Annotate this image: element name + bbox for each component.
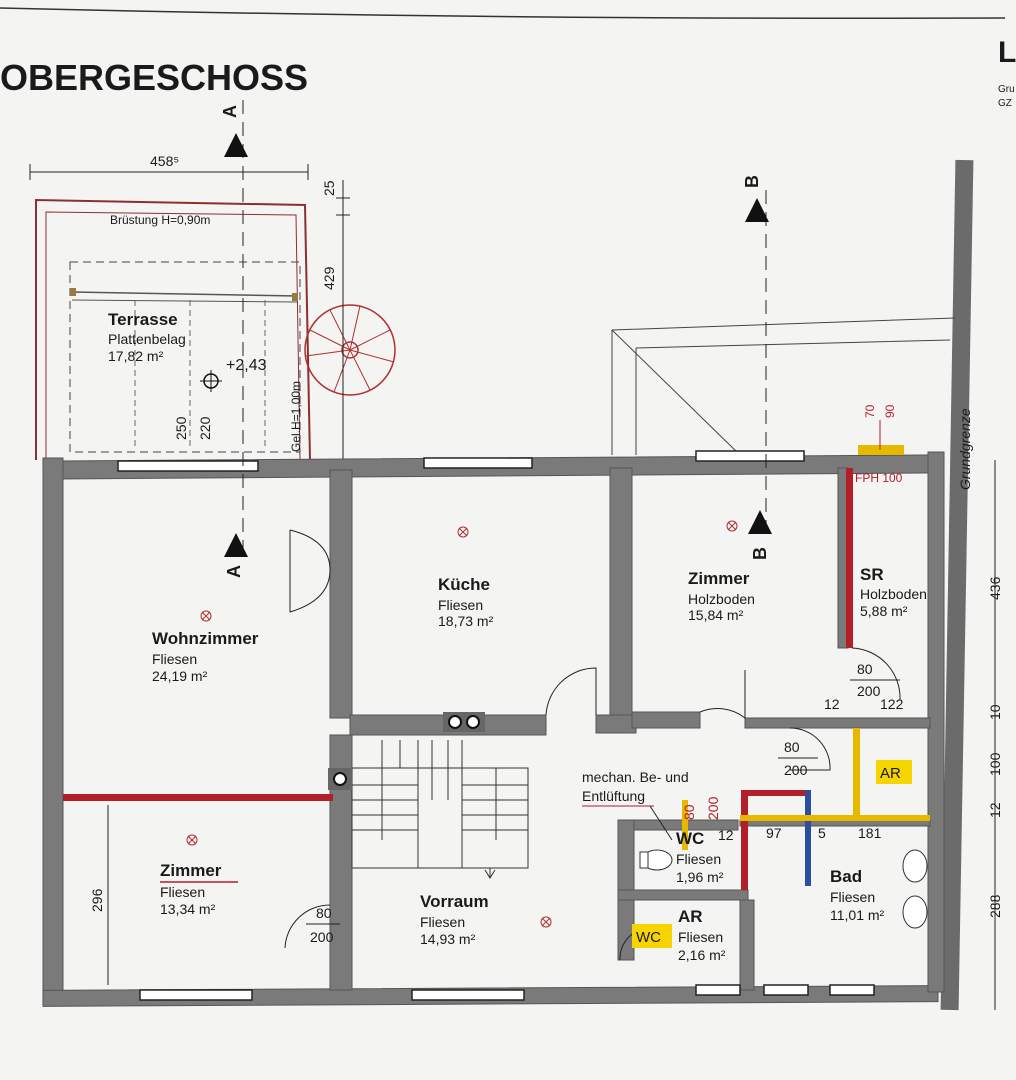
dim-220: 220 xyxy=(197,416,213,440)
vorraum-floor: Fliesen xyxy=(420,914,465,930)
grundgrenze-label: Grundgrenze xyxy=(957,408,973,490)
wc-area: 1,96 m² xyxy=(676,869,724,885)
corner-small-1: Gru xyxy=(998,84,1015,95)
roof-outline xyxy=(611,317,956,456)
dim-10: 10 xyxy=(987,704,1003,720)
bad-area: 11,01 m² xyxy=(830,907,885,923)
zimmer2-area: 13,34 m² xyxy=(160,901,216,917)
terrace-name: Terrasse xyxy=(108,310,178,329)
ar-small-area: 2,16 m² xyxy=(678,947,726,963)
ar-tag-bg xyxy=(876,760,912,784)
spiral-stair xyxy=(304,304,396,396)
chimney-icons xyxy=(328,712,485,790)
wc-door-80: 80 xyxy=(681,804,697,820)
ar-small-floor: Fliesen xyxy=(678,929,723,945)
dim-12-mid: 12 xyxy=(824,696,840,712)
property-boundary xyxy=(940,159,974,1011)
windows xyxy=(117,450,875,1001)
zimmer1-floor: Holzboden xyxy=(688,591,755,607)
doors xyxy=(284,529,901,961)
dim-122: 122 xyxy=(880,696,904,712)
ventilation-line2: Entlüftung xyxy=(582,788,645,804)
bad-name: Bad xyxy=(830,867,862,886)
red-partition-sr xyxy=(846,468,853,648)
dim-12-right: 12 xyxy=(987,802,1003,818)
dim-250: 250 xyxy=(173,416,189,440)
walls xyxy=(42,451,945,1007)
vorraum-area: 14,93 m² xyxy=(420,931,476,947)
zimmer1-area: 15,84 m² xyxy=(688,607,744,623)
bad-floor: Fliesen xyxy=(830,889,875,905)
plan-title: OBERGESCHOSS xyxy=(0,57,308,98)
zimmer-door-200: 200 xyxy=(310,929,334,945)
dim-436: 436 xyxy=(987,576,1003,600)
dim-288: 288 xyxy=(987,894,1003,918)
terrace xyxy=(35,198,396,461)
corner-letter: L xyxy=(998,36,1016,69)
wc-tag: WC xyxy=(636,929,661,946)
sr-floor: Holzboden xyxy=(860,586,927,602)
dim-90: 90 xyxy=(883,404,897,418)
sr-door-200: 200 xyxy=(857,683,881,699)
terrace-area: 17,82 m² xyxy=(108,348,164,364)
ar-door-80: 80 xyxy=(784,739,800,755)
wc-tag-bg xyxy=(632,924,672,948)
zimmer1-name: Zimmer xyxy=(688,569,750,588)
terrace-railing: Gel.H=1,00m xyxy=(289,381,303,452)
dim-97: 97 xyxy=(766,825,782,841)
zimmer2-name: Zimmer xyxy=(160,861,222,880)
sr-door-80: 80 xyxy=(857,661,873,677)
yellow-partition-ar xyxy=(853,728,860,818)
dim-25: 25 xyxy=(321,180,337,196)
section-b-bottom: B xyxy=(750,547,770,560)
ar-door-200: 200 xyxy=(784,762,808,778)
terrace-level: +2,43 xyxy=(226,357,267,374)
dim-296: 296 xyxy=(89,888,105,912)
blue-partition xyxy=(805,790,811,886)
sr-area: 5,88 m² xyxy=(860,603,908,619)
red-partition-wc xyxy=(741,790,748,890)
dim-70: 70 xyxy=(863,404,877,418)
sheet-border xyxy=(0,7,1006,20)
dim-5: 5 xyxy=(818,825,826,841)
zimmer-door-80: 80 xyxy=(316,905,332,921)
ventilation-line1: mechan. Be- und xyxy=(582,769,689,785)
ar-tag: AR xyxy=(880,765,901,782)
terrace-parapet: Brüstung H=0,90m xyxy=(110,213,210,227)
wohnzimmer-floor: Fliesen xyxy=(152,651,197,667)
sanitary-fixtures xyxy=(639,849,928,929)
wc-door-200: 200 xyxy=(705,796,721,820)
section-a-bottom: A xyxy=(224,565,244,578)
light-fixture-icons xyxy=(186,520,738,928)
yellow-opening xyxy=(858,445,904,455)
zimmer2-floor: Fliesen xyxy=(160,884,205,900)
section-a-top: A xyxy=(220,105,240,118)
vorraum-name: Vorraum xyxy=(420,892,489,911)
sr-name: SR xyxy=(860,565,884,584)
terrace-floor: Plattenbelag xyxy=(108,331,186,347)
fph-label: FPH 100 xyxy=(855,471,903,485)
wohnzimmer-area: 24,19 m² xyxy=(152,668,208,684)
wc-name: WC xyxy=(676,829,704,848)
red-partition-zimmer xyxy=(63,794,333,801)
staircase xyxy=(351,740,529,879)
kueche-area: 18,73 m² xyxy=(438,613,494,629)
wc-floor: Fliesen xyxy=(676,851,721,867)
kueche-floor: Fliesen xyxy=(438,597,483,613)
section-b-top: B xyxy=(742,175,762,188)
ar-small-name: AR xyxy=(678,907,703,926)
dim-12-wc: 12 xyxy=(718,827,734,843)
dim-terrace-width: 458⁵ xyxy=(150,153,179,169)
kueche-name: Küche xyxy=(438,575,490,594)
section-lines xyxy=(224,100,772,560)
dim-429: 429 xyxy=(321,266,337,290)
dim-100: 100 xyxy=(987,752,1003,776)
corner-small-2: GZ xyxy=(998,98,1012,109)
dim-181: 181 xyxy=(858,825,882,841)
wohnzimmer-name: Wohnzimmer xyxy=(152,629,259,648)
